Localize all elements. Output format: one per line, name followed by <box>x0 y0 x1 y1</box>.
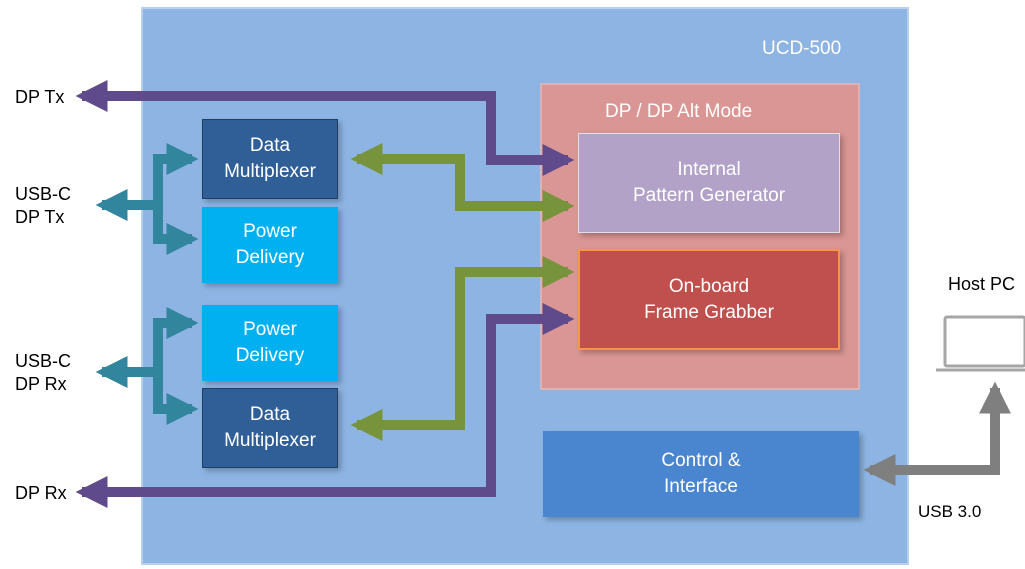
power-delivery-top: Power Delivery <box>202 207 338 283</box>
frame-grabber-block: On-board Frame Grabber <box>578 249 840 350</box>
data-multiplexer-bottom: Data Multiplexer <box>202 388 338 468</box>
arrow-usbc-rx-to-pd <box>153 306 199 372</box>
device-title: UCD-500 <box>762 38 842 59</box>
label-dp-rx: DP Rx <box>15 483 67 503</box>
control-interface-block: Control & Interface <box>543 431 859 517</box>
arrow-usb3 <box>863 381 1012 487</box>
arrow-usbc-tx-to-pd <box>153 205 199 256</box>
arrow-mux-top-to-pattern <box>350 142 575 223</box>
laptop-icon <box>936 315 1025 372</box>
arrow-usbc-rx-to-mux <box>153 372 199 426</box>
label-host-pc: Host PC <box>948 274 1016 294</box>
dp-alt-mode-label: DP / DP Alt Mode <box>605 101 753 122</box>
arrow-mux-bottom-to-grabber <box>350 255 575 442</box>
power-delivery-bottom: Power Delivery <box>202 305 338 381</box>
pattern-generator-block: Internal Pattern Generator <box>578 133 840 233</box>
data-multiplexer-top: Data Multiplexer <box>202 119 338 199</box>
arrow-usbc-tx-to-mux <box>153 142 199 205</box>
label-usb-3: USB 3.0 <box>918 502 982 521</box>
label-dp-tx: DP Tx <box>15 87 65 107</box>
label-usbc-dp-tx: USB-C DP Tx <box>15 184 72 227</box>
label-usbc-dp-rx: USB-C DP Rx <box>15 351 72 394</box>
